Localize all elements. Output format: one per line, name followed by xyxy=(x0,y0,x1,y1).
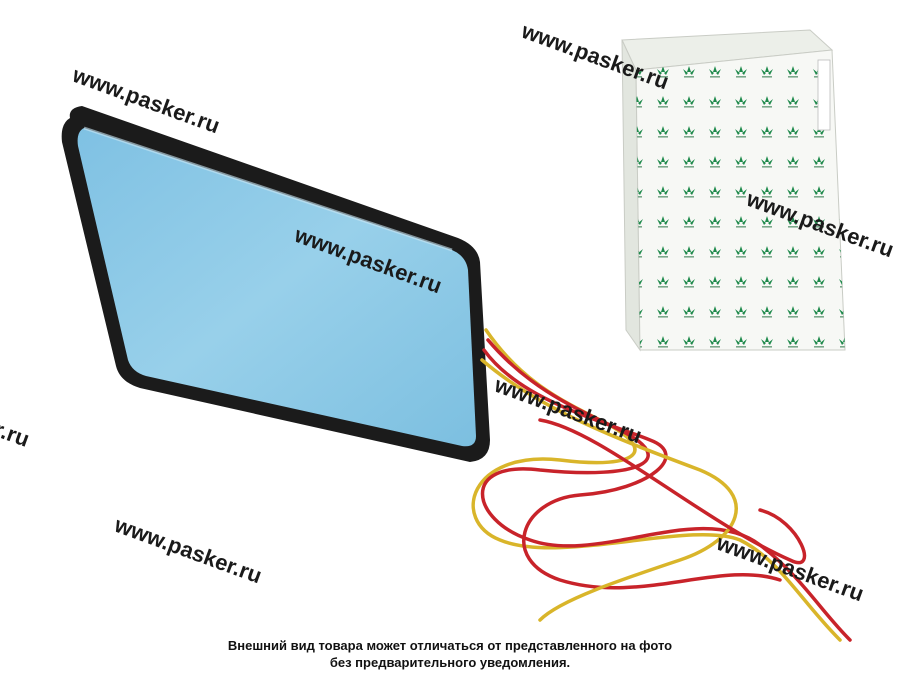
disclaimer-line-2: без предварительного уведомления. xyxy=(329,655,571,670)
mirror-element xyxy=(61,106,491,462)
wires xyxy=(471,328,852,642)
product-box xyxy=(621,29,846,352)
disclaimer: Внешний вид товара может отличаться от п… xyxy=(0,637,900,671)
disclaimer-line-1: Внешний вид товара может отличаться от п… xyxy=(227,638,673,653)
